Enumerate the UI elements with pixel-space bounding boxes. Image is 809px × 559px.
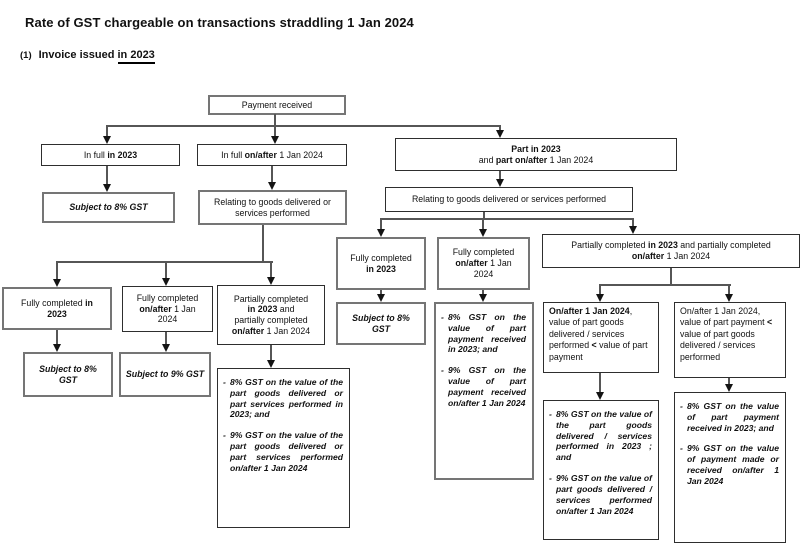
node-payment-received: Payment received xyxy=(208,95,346,115)
node-fully-completed-2023-a: Fully completed in 2023 xyxy=(2,287,112,330)
arrowhead-down-icon xyxy=(102,184,111,192)
list-item: -8% GST on the value of part payment rec… xyxy=(680,401,779,433)
node-result-payment-split-a: -8% GST on the value of part payment rec… xyxy=(434,302,534,480)
list-item: -8% GST on the value of the part goods d… xyxy=(223,377,343,420)
list-item: -9% GST on the value of part goods deliv… xyxy=(549,473,652,516)
connector-line xyxy=(106,166,108,185)
arrowhead-down-icon xyxy=(161,278,170,286)
connector-line xyxy=(599,284,601,295)
arrowhead-down-icon xyxy=(376,229,385,237)
arrowhead-down-icon xyxy=(724,384,733,392)
arrowhead-down-icon xyxy=(52,279,61,287)
arrowhead-down-icon xyxy=(161,344,170,352)
node-subject-8-gst-3: Subject to 8% GST xyxy=(336,302,426,345)
node-fully-completed-on-after-a: Fully completed on/after 1 Jan 2024 xyxy=(122,286,213,332)
node-in-full-on-after-2024: In full on/after 1 Jan 2024 xyxy=(197,144,347,166)
connector-line xyxy=(670,268,672,285)
connector-line xyxy=(271,166,273,183)
connector-line xyxy=(728,378,730,385)
connector-line xyxy=(165,332,167,345)
node-subject-9-gst: Subject to 9% GST xyxy=(119,352,211,397)
connector-line xyxy=(274,114,276,125)
list-item: -9% GST on the value of the part goods d… xyxy=(223,430,343,473)
node-result-goods-split-a: -8% GST on the value of the part goods d… xyxy=(217,368,350,528)
arrowhead-down-icon xyxy=(495,130,504,138)
node-relating-goods-services-left: Relating to goods delivered or services … xyxy=(198,190,347,225)
connector-line xyxy=(482,290,484,295)
connector-line xyxy=(56,330,58,345)
connector-line xyxy=(499,171,501,180)
connector-line xyxy=(380,218,382,230)
connector-line xyxy=(106,125,501,127)
node-fully-completed-2023-b: Fully completed in 2023 xyxy=(336,237,426,290)
connector-line xyxy=(274,125,276,137)
arrowhead-down-icon xyxy=(102,136,111,144)
node-fully-completed-on-after-b: Fully completed on/after 1 Jan 2024 xyxy=(437,237,530,290)
node-on-after-goods-lt-payment: On/after 1 Jan 2024, value of part goods… xyxy=(543,302,659,373)
connector-line xyxy=(483,212,485,219)
connector-line xyxy=(499,125,501,131)
node-partially-completed-a: Partially completed in 2023 and partiall… xyxy=(217,285,325,345)
list-item: -9% GST on the value of part payment rec… xyxy=(441,365,526,408)
node-in-full-in-2023: In full in 2023 xyxy=(41,144,180,166)
arrowhead-down-icon xyxy=(628,226,637,234)
arrowhead-down-icon xyxy=(595,392,604,400)
connector-line xyxy=(380,218,634,220)
section-number: (1) xyxy=(20,50,32,61)
connector-line xyxy=(56,261,273,263)
connector-line xyxy=(380,290,382,295)
connector-line xyxy=(56,261,58,280)
arrowhead-down-icon xyxy=(266,360,275,368)
connector-line xyxy=(599,284,731,286)
arrowhead-down-icon xyxy=(267,182,276,190)
arrowhead-down-icon xyxy=(478,229,487,237)
list-item: -9% GST on the value of payment made or … xyxy=(680,443,779,486)
arrowhead-down-icon xyxy=(266,277,275,285)
section-heading-text: Invoice issued xyxy=(38,49,118,61)
node-on-after-payment-lt-goods: On/after 1 Jan 2024, value of part payme… xyxy=(674,302,786,378)
arrowhead-down-icon xyxy=(270,136,279,144)
arrowhead-down-icon xyxy=(495,179,504,187)
arrowhead-down-icon xyxy=(478,294,487,302)
arrowhead-down-icon xyxy=(595,294,604,302)
arrowhead-down-icon xyxy=(376,294,385,302)
connector-line xyxy=(632,218,634,227)
node-subject-8-gst-1: Subject to 8% GST xyxy=(42,192,175,223)
list-item: -8% GST on the value of part payment rec… xyxy=(441,312,526,355)
connector-line xyxy=(599,373,601,393)
node-result-goods-split-b: -8% GST on the value of the part goods d… xyxy=(543,400,659,540)
section-heading: (1) Invoice issued in 2023 xyxy=(20,49,155,64)
node-relating-goods-services-mid: Relating to goods delivered or services … xyxy=(385,187,633,212)
connector-line xyxy=(165,261,167,279)
node-result-payment-split-b: -8% GST on the value of part payment rec… xyxy=(674,392,786,543)
section-heading-underlined: in 2023 xyxy=(117,49,155,64)
list-item: -8% GST on the value of the part goods d… xyxy=(549,409,652,463)
connector-line xyxy=(270,345,272,361)
node-partially-completed-b: Partially completed in 2023 and partiall… xyxy=(542,234,800,268)
connector-line xyxy=(728,284,730,295)
node-part-2023-part-on-after-2024: Part in 2023 and part on/after 1 Jan 202… xyxy=(395,138,677,171)
connector-line xyxy=(270,261,272,278)
arrowhead-down-icon xyxy=(52,344,61,352)
connector-line xyxy=(482,218,484,230)
node-subject-8-gst-2: Subject to 8% GST xyxy=(23,352,113,397)
connector-line xyxy=(262,225,264,262)
page-title: Rate of GST chargeable on transactions s… xyxy=(25,15,414,30)
arrowhead-down-icon xyxy=(724,294,733,302)
connector-line xyxy=(106,125,108,137)
